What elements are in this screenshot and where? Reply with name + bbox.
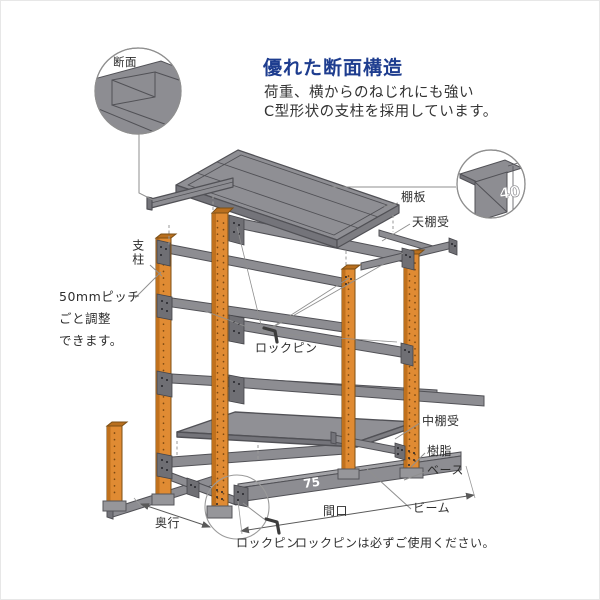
middle-shelf-support-label: 中棚受 [422,414,460,428]
frontage-label: 間口 [323,504,349,518]
rivet-dots [160,222,456,505]
alignment-dashes [168,196,394,460]
lock-pin-icon-bottom [264,517,281,535]
pitch-note-line-3: できます。 [59,333,123,348]
lock-pin-icon-mid [262,326,279,344]
lock-pin-bottom-label: ロックピン [236,536,299,550]
pitch-note-line-1: 50mmピッチ [59,289,141,304]
frontage-dimension-line [240,492,475,534]
lock-pin-note: ロックピンは必ずご使用ください。 [295,536,496,550]
description-line-1: 荷重、横からのねじれにも強い [264,85,474,101]
beam-label: ビーム [413,501,451,515]
top-shelf-support-label: 天棚受 [412,215,450,229]
beam-height-dimension: 40 [498,182,521,203]
post-front-left [206,207,235,519]
top-shelf-panel [146,149,400,249]
resin-label: 樹脂 [427,444,453,458]
cross-section-label: 断面 [113,55,137,69]
leader-lines [134,134,456,520]
cross-section-callout-circle [94,47,182,135]
lock-pin-icons [262,326,281,535]
page-title: 優れた断面構造 [263,57,404,79]
post-rear-left-short [102,421,129,512]
dimension-lines [133,465,476,535]
lock-pin-mid-label: ロックピン [255,341,318,355]
beam-section-callout-circle: 40 [456,149,526,219]
description-line-2: C型形状の支柱を採用しています。 [264,104,498,120]
depth-label: 奥行 [155,516,181,530]
base-label: ベース [427,463,464,477]
post-pitch-holes [113,220,416,502]
post-label: 支柱 [130,239,145,267]
beam-number-text: 75 [302,475,321,491]
shelf-board-label: 棚板 [401,190,427,204]
post-foot-highlight-circle [204,474,270,540]
pitch-note-line-2: ごと調整 [59,311,112,326]
depth-dimension-line [140,503,211,528]
